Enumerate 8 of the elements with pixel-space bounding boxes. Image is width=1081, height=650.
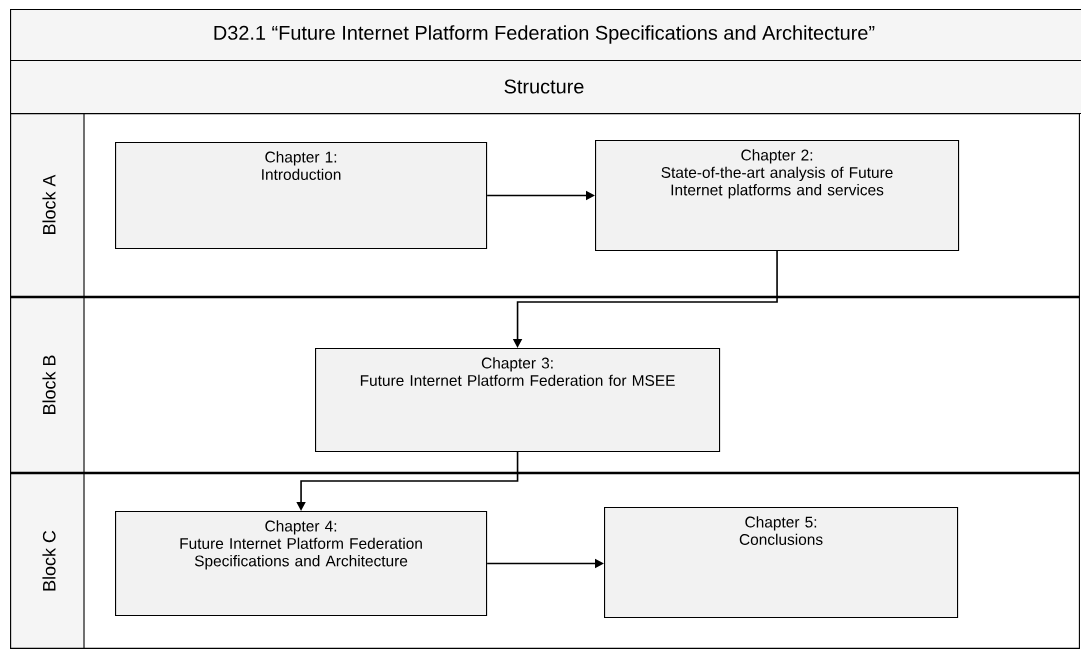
chapter-box: Chapter 5: Conclusions — [604, 507, 959, 619]
node-label: Structure — [504, 79, 584, 94]
chapter-box: Chapter 3: Future Internet Platform Federation for MSEE — [315, 348, 721, 453]
header-band: D32.1 “Future Internet Platform Federation Specifications and Architecture” — [10, 9, 1081, 62]
node-label: D32.1 “Future Internet Platform Federation Specifications and Architecture” — [214, 25, 875, 44]
chapter-box: Chapter 1: Introduction — [115, 142, 488, 250]
chapter-box: Chapter 4: Future Internet Platform Federation Specifications and Architecture — [115, 511, 488, 617]
chapter-box: Chapter 2: State-of-the-art analysis of Future Internet platforms and services — [595, 140, 960, 252]
